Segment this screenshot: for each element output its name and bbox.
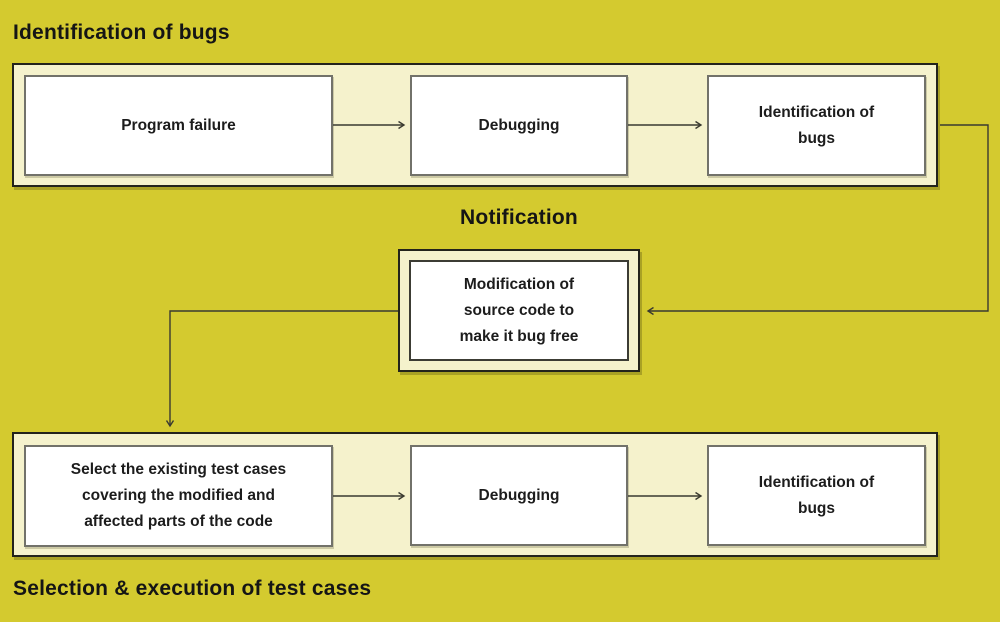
box-label-line: Modification of	[463, 275, 575, 293]
box-label-line: Debugging	[478, 116, 560, 134]
box-label-line: source code to	[463, 301, 575, 319]
box-label-line: bugs	[797, 129, 836, 147]
box-label-line: bugs	[797, 499, 836, 517]
top-flow-title: Identification of bugs	[13, 21, 230, 44]
box-label-line: Program failure	[121, 116, 236, 134]
box-label-line: make it bug free	[459, 327, 579, 345]
box-label-line: Debugging	[478, 486, 560, 504]
program-failure-box: Program failure	[24, 75, 333, 176]
modification-box: Modification of source code to make it b…	[409, 260, 629, 361]
box-label-line: Identification of	[758, 473, 875, 491]
identification-of-bugs-box-bottom: Identification of bugs	[707, 445, 926, 546]
box-label-line: covering the modified and	[82, 487, 275, 504]
debugging-box-top: Debugging	[410, 75, 628, 176]
debugging-box-bottom: Debugging	[410, 445, 628, 546]
modification-box-frame: Modification of source code to make it b…	[398, 249, 640, 372]
bottom-flow-title: Selection & execution of test cases	[13, 577, 372, 600]
arrow-modification-to-selection	[165, 310, 398, 428]
box-label-line: affected parts of the code	[84, 513, 273, 530]
box-label-line: Select the existing test cases	[70, 461, 287, 478]
select-test-cases-box: Select the existing test cases covering …	[24, 445, 333, 547]
identification-of-bugs-box-top: Identification of bugs	[707, 75, 926, 176]
notification-title: Notification	[460, 206, 578, 229]
box-label-line: Identification of	[758, 103, 875, 121]
